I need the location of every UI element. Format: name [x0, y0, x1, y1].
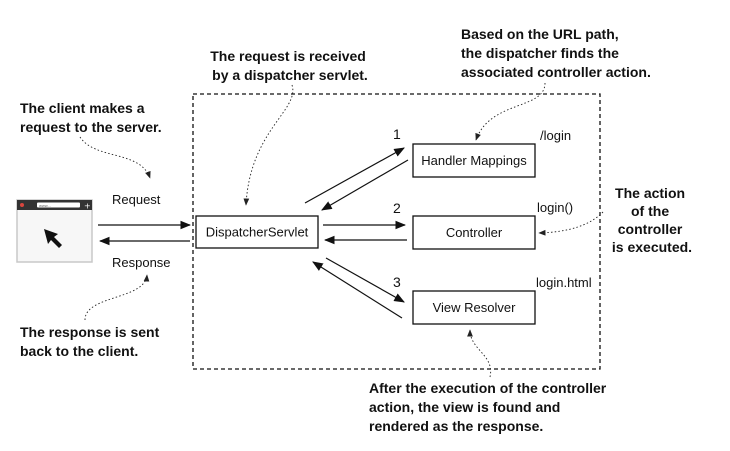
step-1: 1: [393, 126, 401, 142]
dispatcher-servlet-box: [195, 215, 319, 249]
address-text: www...: [39, 203, 51, 208]
annotation-action-pointer: [538, 211, 604, 236]
annotation-action: The action of the controller is executed…: [612, 185, 692, 255]
view-resolver-box: [412, 290, 536, 325]
step-2: 2: [393, 200, 401, 216]
view-label: login.html: [536, 275, 592, 290]
server-boundary: [192, 93, 601, 370]
step-3: 3: [393, 274, 401, 290]
controller-label: Controller: [446, 225, 503, 240]
annotation-url-path: Based on the URL path, the dispatcher fi…: [461, 26, 651, 80]
to-handler-arrow: [304, 147, 405, 204]
controller-box: [412, 215, 536, 250]
annotation-response-sent: The response is sent back to the client.: [20, 324, 163, 359]
response-label: Response: [112, 255, 171, 270]
request-label: Request: [112, 192, 161, 207]
annotation-rendered: After the execution of the controller ac…: [369, 380, 610, 434]
path-label: /login: [540, 128, 571, 143]
cursor-icon: [44, 229, 62, 248]
plus-icon: +: [84, 202, 91, 211]
method-label: login(): [537, 200, 573, 215]
annotation-response-sent-pointer: [84, 274, 150, 321]
from-handler-arrow: [321, 159, 409, 211]
to-view-resolver-arrow: [325, 257, 405, 303]
view-resolver-label: View Resolver: [433, 300, 517, 315]
annotation-url-path-pointer: [475, 82, 546, 141]
from-view-resolver-arrow: [312, 261, 403, 319]
annotation-client-request-pointer: [79, 136, 151, 179]
browser-window: www... +: [16, 199, 93, 263]
annotation-client-request: The client makes a request to the server…: [20, 100, 162, 135]
annotation-received-pointer: [243, 84, 294, 206]
handler-mappings-box: [412, 143, 536, 178]
annotation-received: The request is received by a dispatcher …: [210, 48, 370, 83]
dispatcher-servlet-label: DispatcherServlet: [206, 225, 309, 240]
annotation-rendered-pointer: [467, 329, 492, 378]
address-bar: [37, 202, 80, 208]
close-dot-icon: [20, 203, 24, 207]
handler-mappings-label: Handler Mappings: [421, 153, 527, 168]
